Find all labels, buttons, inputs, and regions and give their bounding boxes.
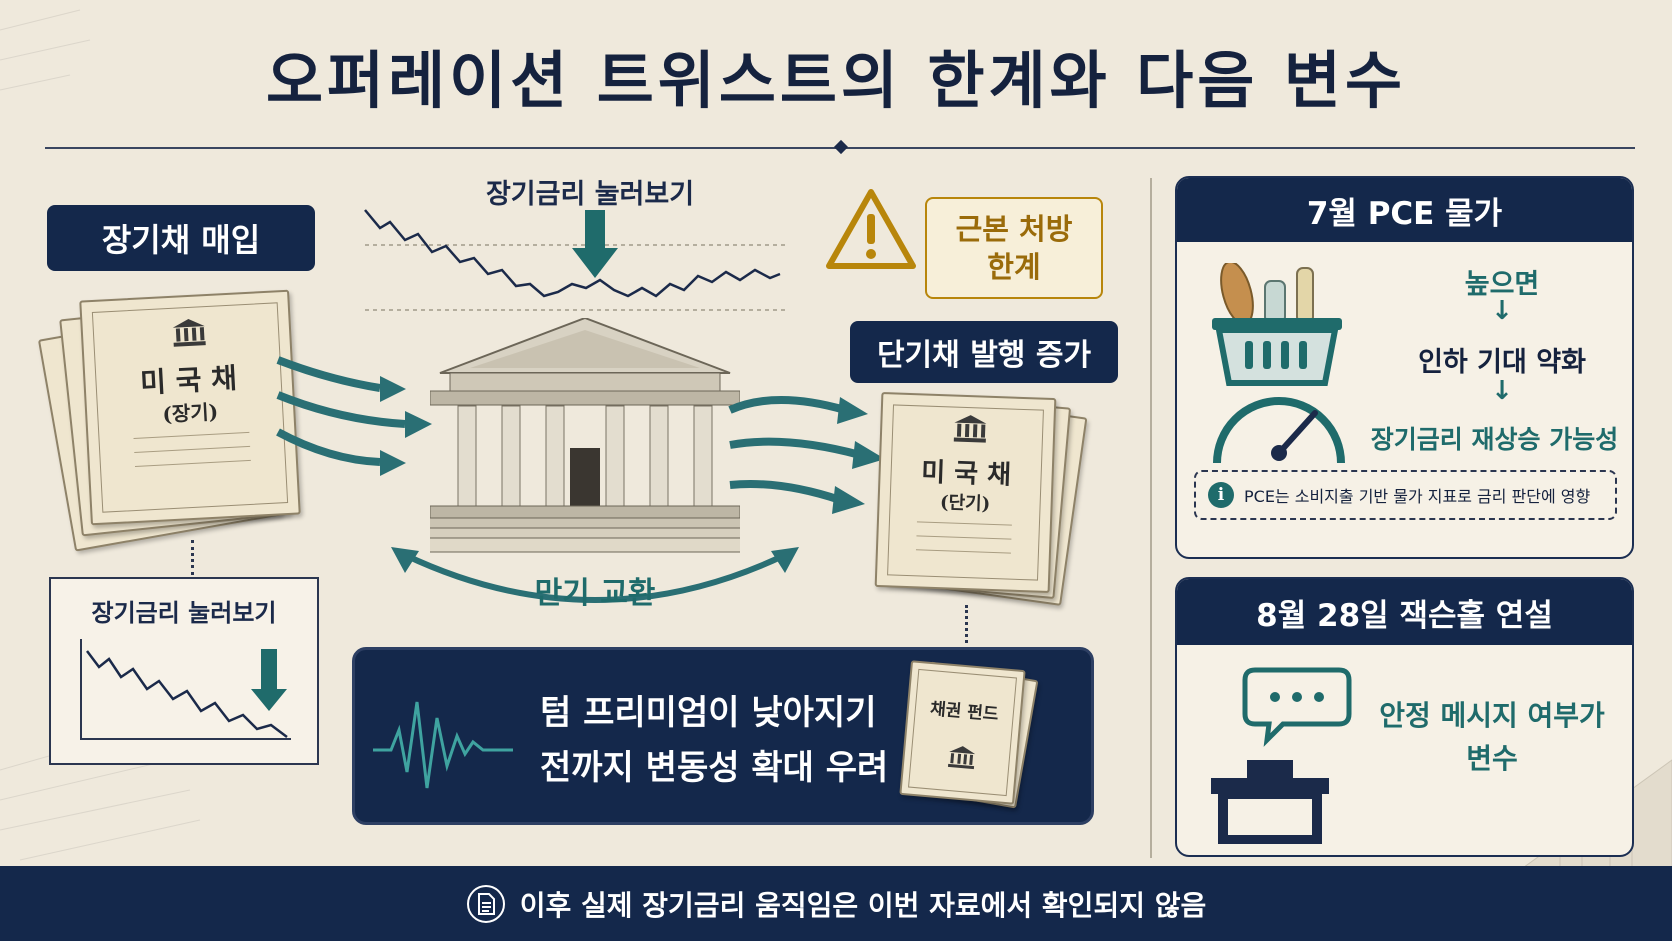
shopping-basket-gauge-icon bbox=[1212, 263, 1345, 463]
maturity-swap-label: 만기 교환 bbox=[534, 576, 656, 611]
declining-rate-chart bbox=[80, 639, 291, 740]
arrow-down-icon: ↓ bbox=[1491, 296, 1513, 326]
purchase-flow-arrows bbox=[276, 356, 432, 476]
jackson-text-line2: 변수 bbox=[1466, 742, 1518, 775]
pce-panel-head: 7월 PCE 물가 bbox=[1177, 178, 1632, 242]
pce-step-rate-rebound: 장기금리 재상승 가능성 bbox=[1370, 425, 1619, 454]
podium-speech-icon bbox=[1211, 667, 1352, 844]
fundamental-limit-box: 근본 처방 한계 bbox=[925, 197, 1103, 299]
pce-step-high: 높으면 bbox=[1464, 269, 1540, 300]
jackson-hole-panel-head: 8월 28일 잭슨홀 연설 bbox=[1177, 579, 1632, 645]
volatility-concern-line1: 텀 프리미엄이 낮아지기 bbox=[540, 693, 877, 733]
pce-info-text: PCE는 소비지출 기반 물가 지표로 금리 판단에 영향 bbox=[1244, 487, 1591, 506]
long-term-treasury-document: 미 국 채 (장기) bbox=[79, 289, 301, 526]
column-separator bbox=[1150, 178, 1152, 858]
pce-step-weaker-cut-expectation: 인하 기대 약화 bbox=[1418, 347, 1586, 378]
jackson-text-line1: 안정 메시지 여부가 bbox=[1379, 699, 1605, 732]
warning-icon bbox=[826, 189, 916, 269]
long-bond-purchase-label: 장기채 매입 bbox=[47, 205, 315, 271]
dotted-connector bbox=[965, 605, 968, 643]
document-icon bbox=[466, 884, 505, 923]
center-chart-label: 장기금리 눌러보기 bbox=[485, 179, 695, 210]
page-title: 오퍼레이션 트위스트의 한계와 다음 변수 bbox=[265, 44, 1407, 117]
pce-panel: 7월 PCE 물가 높으면 ↓ 인하 기대 약화 ↓ 장기금리 재상승 가능성 … bbox=[1175, 176, 1634, 559]
federal-reserve-building bbox=[430, 318, 740, 553]
jackson-hole-panel: 8월 28일 잭슨홀 연설 안정 메시지 여부가 변수 bbox=[1175, 577, 1634, 857]
bond-fund-document: 채권 펀드 bbox=[899, 660, 1026, 805]
bank-icon bbox=[952, 413, 989, 444]
short-bond-issuance-label: 단기채 발행 증가 bbox=[850, 321, 1118, 383]
left-chart-label: 장기금리 눌러보기 bbox=[91, 599, 277, 627]
volatility-concern-line2: 전까지 변동성 확대 우려 bbox=[540, 748, 889, 788]
footer-bar: 이후 실제 장기금리 움직임은 이번 자료에서 확인되지 않음 bbox=[0, 866, 1672, 941]
maturity-swap-arrow bbox=[391, 547, 799, 603]
footer-note: 이후 실제 장기금리 움직임은 이번 자료에서 확인되지 않음 bbox=[519, 888, 1207, 922]
bank-icon bbox=[170, 316, 208, 348]
pce-info-note: i PCE는 소비지출 기반 물가 지표로 금리 판단에 영향 bbox=[1194, 470, 1617, 520]
arrow-down-icon: ↓ bbox=[1491, 376, 1513, 406]
bank-icon bbox=[946, 744, 978, 771]
dotted-connector bbox=[191, 540, 194, 575]
rate-suppression-chart bbox=[364, 209, 785, 311]
short-term-treasury-document: 미 국 채 (단기) bbox=[874, 392, 1057, 593]
volatility-wave-icon bbox=[373, 701, 513, 789]
left-chart-box: 장기금리 눌러보기 bbox=[49, 577, 319, 765]
fundamental-limit-label: 근본 처방 한계 bbox=[955, 212, 1073, 284]
info-icon: i bbox=[1208, 482, 1234, 508]
issuance-flow-arrows bbox=[728, 396, 885, 514]
